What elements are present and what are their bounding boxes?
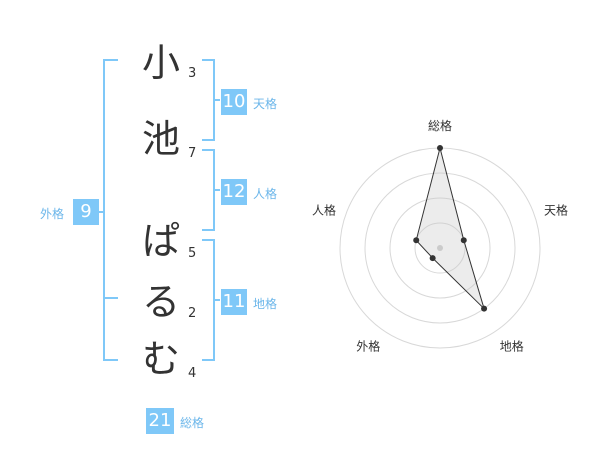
radar-ring-3 — [364, 172, 516, 324]
name-char-4: る — [142, 280, 181, 324]
name-char-1: 小 — [142, 41, 181, 85]
tenkaku-bracket — [202, 59, 215, 141]
gaikaku-value-box: 9 — [73, 199, 99, 225]
tenkaku-value-box: 10 — [221, 89, 247, 115]
stroke-count-3: 5 — [188, 246, 197, 261]
radar-axis-label-3: 地格 — [500, 339, 524, 354]
stroke-count-5: 4 — [188, 366, 197, 381]
radar-point-2 — [460, 237, 467, 244]
jinkaku-value-box: 12 — [221, 179, 247, 205]
radar-point-3 — [481, 305, 488, 312]
radar-axis-label-1: 総格 — [428, 118, 452, 133]
gaikaku-label: 外格 — [40, 207, 65, 221]
radar-point-4 — [429, 255, 436, 262]
name-char-3: ぱ — [142, 219, 181, 263]
radar-point-1 — [437, 145, 443, 151]
name-char-2: 池 — [142, 117, 181, 161]
radar-axis-label-2: 天格 — [544, 202, 568, 217]
radar-center — [437, 245, 443, 251]
name-char-5: む — [142, 337, 181, 381]
soukaku-value-box: 21 — [146, 408, 174, 434]
soukaku-label: 総格 — [180, 416, 205, 430]
radar-ring-1 — [414, 222, 466, 274]
stroke-count-4: 2 — [188, 306, 197, 321]
radar-axis-label-4: 外格 — [356, 339, 380, 354]
jinkaku-bracket — [202, 149, 215, 231]
chikaku-value-box: 11 — [221, 289, 247, 315]
tenkaku-label: 天格 — [253, 97, 278, 111]
jinkaku-label: 人格 — [253, 187, 278, 201]
radar-polygon — [415, 147, 485, 310]
gaikaku-bracket — [103, 59, 118, 361]
radar-point-5 — [413, 237, 420, 244]
chikaku-label: 地格 — [253, 297, 278, 311]
radar-shape — [413, 145, 488, 312]
stroke-count-2: 7 — [188, 146, 197, 161]
chikaku-bracket — [202, 239, 215, 361]
radar-axis-label-5: 人格 — [312, 202, 336, 217]
stroke-count-1: 3 — [188, 66, 197, 81]
radar-ring-2 — [389, 197, 491, 299]
